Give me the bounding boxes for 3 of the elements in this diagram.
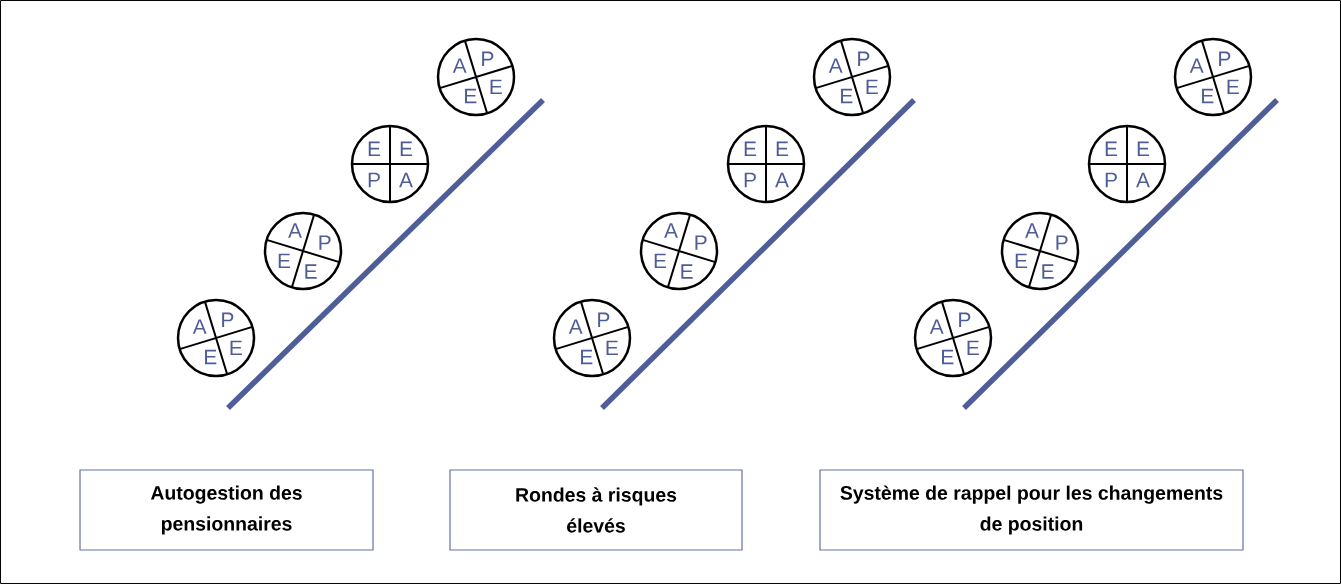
label-box: Système de rappel pour les changements de position bbox=[819, 469, 1244, 551]
label-box: Autogestion des pensionnaires bbox=[79, 469, 374, 551]
label-box: Rondes à risques élevés bbox=[449, 469, 743, 551]
